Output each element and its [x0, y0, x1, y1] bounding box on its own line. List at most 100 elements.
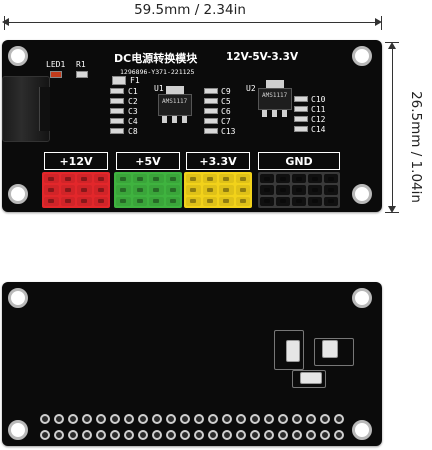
cap-label-c10: C10 — [311, 95, 326, 104]
r1-label: R1 — [76, 60, 86, 69]
back-solder-pin — [236, 430, 246, 440]
led1-component — [50, 71, 62, 78]
board-part-code: 1296896-Y371-221125 — [120, 68, 195, 76]
back-solder-pin — [180, 430, 190, 440]
back-solder-pin — [264, 430, 274, 440]
back-mount-hole-top-left — [8, 288, 28, 308]
capacitor-c5 — [204, 98, 218, 104]
u2-pin-2 — [272, 110, 277, 117]
cap-label-c3: C3 — [128, 107, 138, 116]
back-pad-3 — [300, 372, 322, 384]
back-solder-pin — [152, 430, 162, 440]
u1-heat-tab — [166, 86, 184, 94]
header-12v — [42, 172, 110, 208]
capacitor-c1 — [110, 88, 124, 94]
back-solder-pin — [334, 414, 344, 424]
board-title: DC电源转换模块 — [114, 52, 198, 65]
header-pin — [276, 185, 290, 195]
back-solder-pin — [68, 414, 78, 424]
r1-component — [76, 71, 88, 78]
back-solder-pin — [54, 414, 64, 424]
header-pin — [308, 174, 322, 184]
capacitor-c14 — [294, 126, 308, 132]
header-pin — [77, 196, 92, 206]
back-solder-pin — [320, 414, 330, 424]
header-pin — [60, 174, 75, 184]
capacitor-c12 — [294, 116, 308, 122]
header-gnd — [258, 172, 340, 208]
cap-label-c14: C14 — [311, 125, 326, 134]
header-pin — [260, 185, 274, 195]
back-solder-pin — [334, 430, 344, 440]
header-pin — [149, 196, 164, 206]
cap-label-c6: C6 — [221, 107, 231, 116]
back-solder-pin — [110, 430, 120, 440]
back-solder-pin — [222, 430, 232, 440]
header-pin — [219, 185, 234, 195]
back-pad-outline-2 — [314, 338, 354, 366]
width-dimension-label: 59.5mm / 2.34in — [134, 2, 246, 18]
back-mount-hole-top-right — [352, 288, 372, 308]
header-pin — [132, 174, 147, 184]
header-pin — [44, 196, 59, 206]
header-pin — [202, 174, 217, 184]
mount-hole-top-right — [352, 46, 372, 66]
back-solder-pin — [292, 414, 302, 424]
back-solder-pin — [96, 414, 106, 424]
back-solder-pin — [306, 414, 316, 424]
back-solder-pin — [250, 414, 260, 424]
back-solder-pin — [138, 430, 148, 440]
cap-label-c12: C12 — [311, 115, 326, 124]
back-solder-pin — [264, 414, 274, 424]
back-solder-pin — [138, 414, 148, 424]
height-tick-bottom — [385, 212, 399, 213]
back-solder-pin — [306, 430, 316, 440]
header-pin — [202, 185, 217, 195]
capacitor-c6 — [204, 108, 218, 114]
u1-pin-3 — [182, 116, 187, 123]
u2-pin-3 — [282, 110, 287, 117]
header-pin — [186, 185, 201, 195]
back-solder-pin — [236, 414, 246, 424]
u1-chip-marking: AMS1117 — [162, 98, 188, 105]
back-solder-pin — [82, 430, 92, 440]
header-pin — [292, 174, 306, 184]
capacitor-c8 — [110, 128, 124, 134]
back-pad-1 — [286, 340, 300, 362]
header-pin — [60, 196, 75, 206]
header-pin — [149, 185, 164, 195]
mount-hole-top-left — [8, 46, 28, 66]
header-pin — [219, 196, 234, 206]
capacitor-c11 — [294, 106, 308, 112]
u2-label: U2 — [246, 84, 256, 93]
back-solder-pin — [250, 430, 260, 440]
mount-hole-bottom-left — [8, 184, 28, 204]
back-solder-pin — [40, 430, 50, 440]
back-solder-pin — [222, 414, 232, 424]
height-dimension-text: 26.5mm / 1.04in — [408, 91, 425, 203]
cap-label-c13: C13 — [221, 127, 236, 136]
back-pad-outline-1 — [274, 330, 304, 370]
header-pin — [149, 174, 164, 184]
back-solder-pin — [82, 414, 92, 424]
u2-heat-tab — [266, 80, 284, 88]
height-dimension-line — [392, 44, 393, 210]
header-pin — [93, 174, 108, 184]
cap-label-c11: C11 — [311, 105, 326, 114]
back-solder-pin — [40, 414, 50, 424]
rail-label-3v3: +3.3V — [186, 152, 250, 170]
header-pin — [202, 196, 217, 206]
u2-chip-marking: AMS1117 — [262, 92, 288, 99]
back-pad-2 — [322, 340, 338, 358]
back-solder-pin — [320, 430, 330, 440]
width-tick-right — [381, 16, 382, 30]
header-pin — [235, 196, 250, 206]
cap-label-c2: C2 — [128, 97, 138, 106]
cap-label-c5: C5 — [221, 97, 231, 106]
header-pin — [219, 174, 234, 184]
width-arrow-left — [2, 18, 9, 26]
width-arrow-right — [375, 18, 382, 26]
back-solder-pin — [208, 414, 218, 424]
f1-component — [112, 76, 126, 85]
led-label: LED1 — [46, 60, 66, 69]
